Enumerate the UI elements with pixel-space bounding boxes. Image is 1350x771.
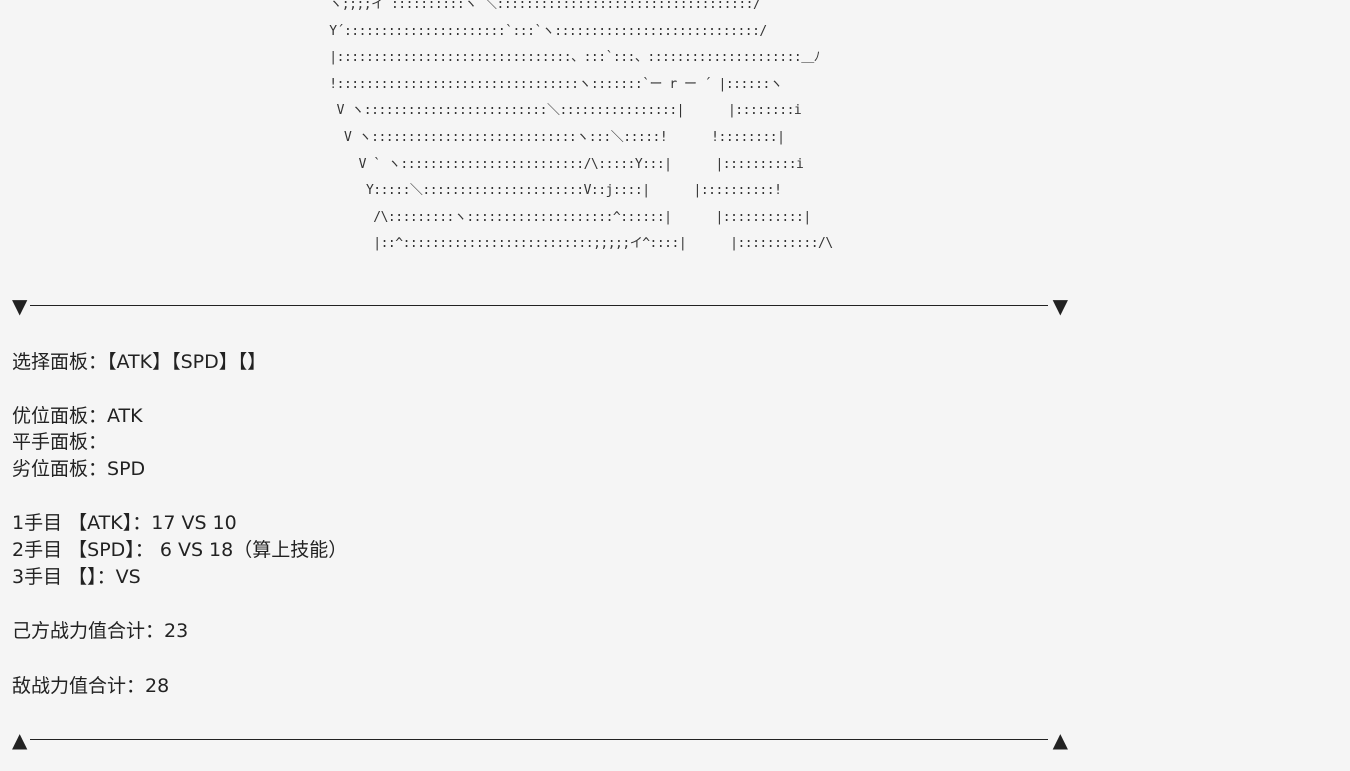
even-panel-line: 平手面板： xyxy=(12,429,107,456)
own-total-value: 23 xyxy=(164,620,189,642)
round-panel: 【】： xyxy=(68,566,116,588)
round-3-line: 3手目 【】：VS xyxy=(12,564,141,591)
panel-select-label: 选择面板： xyxy=(12,351,108,373)
round-label: 3手目 xyxy=(12,566,63,588)
bottom-divider: ▲ ▲ xyxy=(12,729,1068,751)
advantage-panel-line: 优位面板：ATK xyxy=(12,403,143,430)
down-triangle-icon: ▼ xyxy=(1052,294,1068,318)
own-total-line: 己方战力值合计：23 xyxy=(12,618,188,645)
up-triangle-icon: ▲ xyxy=(12,728,28,752)
up-triangle-icon: ▲ xyxy=(1052,728,1068,752)
enemy-total-label: 敌战力值合计： xyxy=(12,675,146,697)
round-panel: 【ATK】： xyxy=(68,512,152,534)
disadvantage-panel-line: 劣位面板：SPD xyxy=(12,456,145,483)
round-panel: 【SPD】： xyxy=(68,539,154,561)
enemy-total-line: 敌战力值合计：28 xyxy=(12,673,169,700)
advantage-panel-label: 优位面板： xyxy=(12,405,108,427)
panel-select-value: 【ATK】【SPD】【】 xyxy=(107,351,267,373)
ascii-art-figure: ヽ;;;;イ ::::::::::ヽ ＼::::::::::::::::::::… xyxy=(329,0,833,252)
own-total-label: 己方战力值合计： xyxy=(12,620,165,642)
enemy-total-value: 28 xyxy=(145,675,170,697)
advantage-panel-value: ATK xyxy=(107,405,143,427)
round-result: VS xyxy=(115,566,141,588)
round-label: 1手目 xyxy=(12,512,63,534)
round-result: 6 VS 18（算上技能） xyxy=(153,539,348,561)
round-2-line: 2手目 【SPD】： 6 VS 18（算上技能） xyxy=(12,537,347,564)
even-panel-label: 平手面板： xyxy=(12,431,108,453)
divider-line xyxy=(30,739,1048,740)
round-1-line: 1手目 【ATK】：17 VS 10 xyxy=(12,510,237,537)
disadvantage-panel-value: SPD xyxy=(107,458,146,480)
panel-select-line: 选择面板：【ATK】【SPD】【】 xyxy=(12,349,266,376)
round-result: 17 VS 10 xyxy=(151,512,237,534)
disadvantage-panel-label: 劣位面板： xyxy=(12,458,108,480)
round-label: 2手目 xyxy=(12,539,63,561)
divider-line xyxy=(30,305,1048,306)
top-divider: ▼ ▼ xyxy=(12,295,1068,317)
down-triangle-icon: ▼ xyxy=(12,294,28,318)
